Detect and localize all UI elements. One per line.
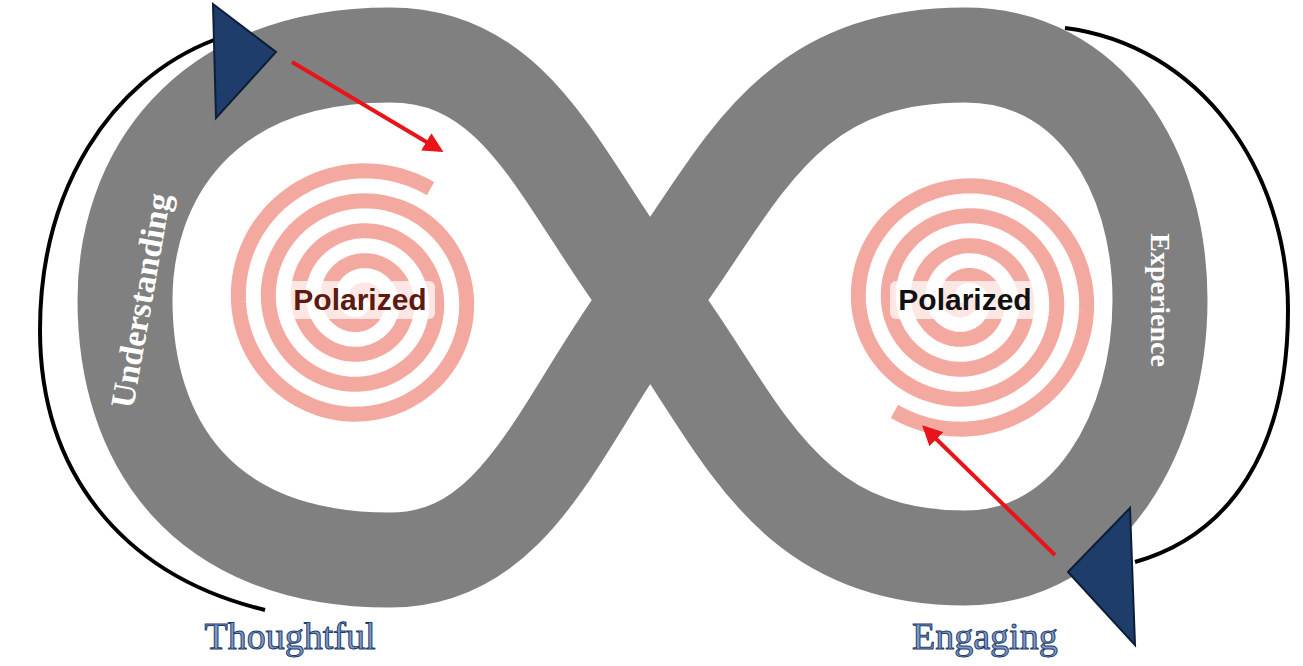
direction-triangle [213,4,276,118]
red-arrow [292,62,440,150]
band-label: Experience [1144,233,1176,367]
node-label: Polarized [285,281,434,319]
direction-triangle [1068,508,1135,645]
spiral [858,186,1086,429]
node-label: Polarized [890,281,1039,319]
spiral [238,171,466,414]
cycle-arc [1065,28,1288,562]
cycle-arc [40,40,265,610]
quality-label: Engaging [912,615,1058,659]
quality-label: Thoughtful [205,615,376,659]
infinity-band [125,55,1160,560]
spiral-node: Polarized [890,281,1039,319]
spiral-node: Polarized [285,281,434,319]
red-arrow [925,428,1055,555]
